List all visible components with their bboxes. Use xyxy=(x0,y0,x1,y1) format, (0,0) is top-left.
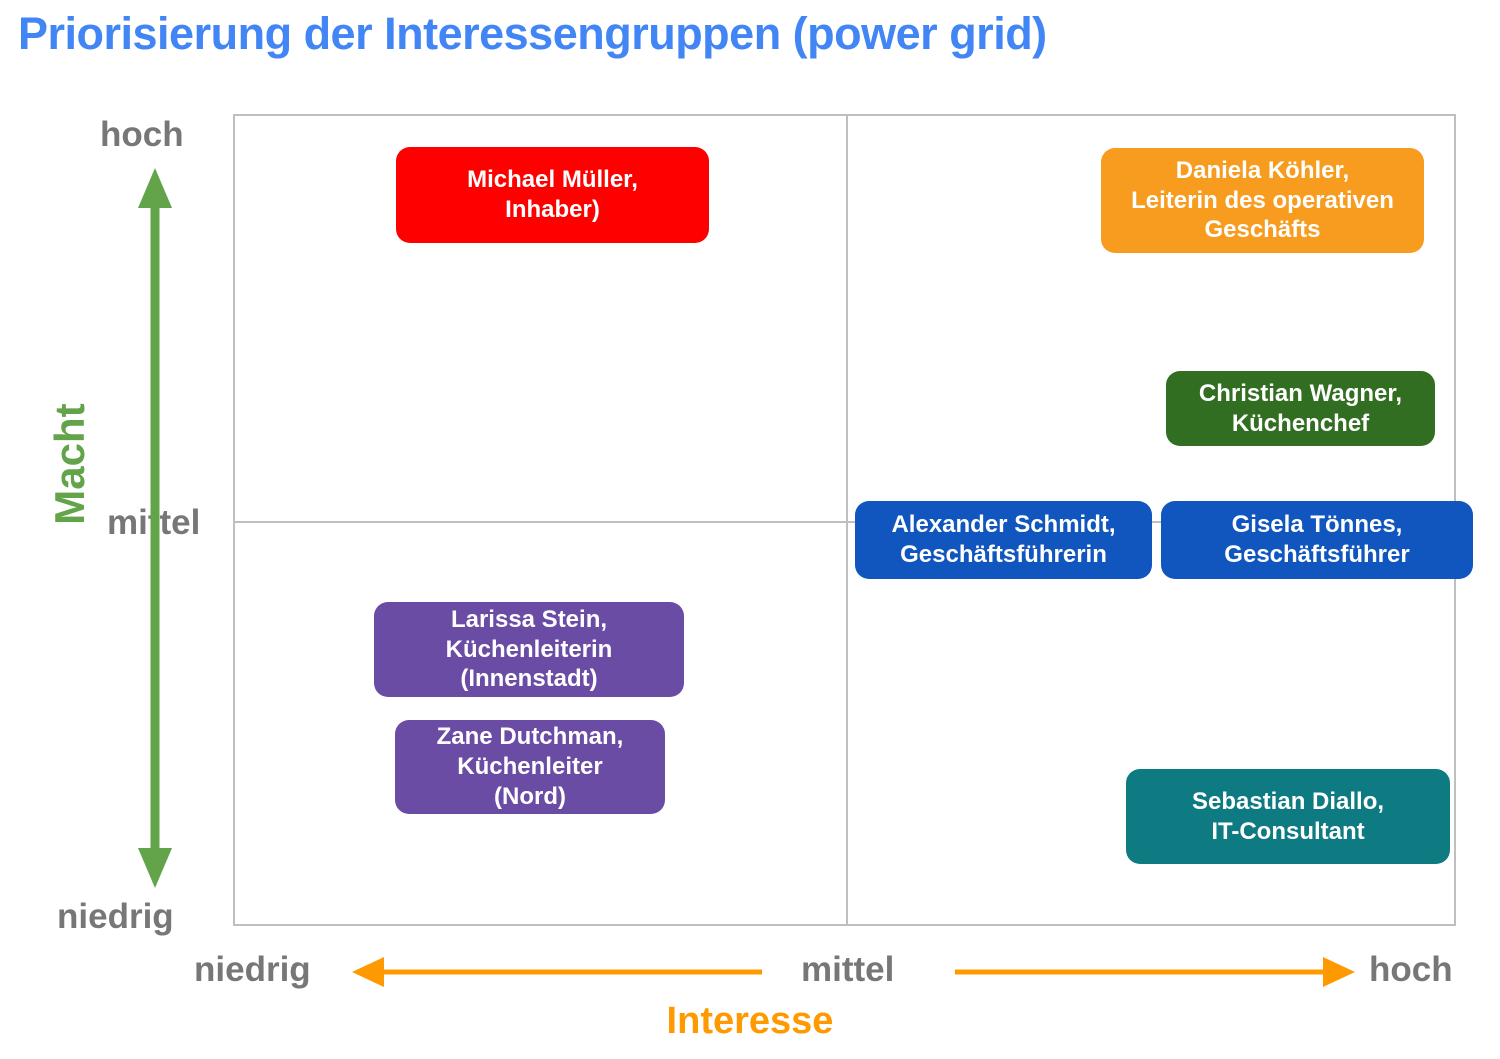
stakeholder-box-gisela-toennes[interactable]: Gisela Tönnes, Geschäftsführer xyxy=(1161,501,1473,579)
stakeholder-box-zane-dutchman[interactable]: Zane Dutchman, Küchenleiter (Nord) xyxy=(395,720,665,814)
stakeholder-box-larissa-stein[interactable]: Larissa Stein, Küchenleiterin (Innenstad… xyxy=(374,602,684,697)
left-arrow-icon xyxy=(352,957,762,987)
y-axis-tick-high: hoch xyxy=(100,115,184,154)
page-title: Priorisierung der Interessengruppen (pow… xyxy=(18,8,1047,59)
stakeholder-box-sebastian-diallo[interactable]: Sebastian Diallo, IT-Consultant xyxy=(1126,769,1450,864)
grid-horizontal-divider xyxy=(235,521,1454,523)
right-arrow-icon xyxy=(955,957,1355,987)
stakeholder-box-alexander-schmidt[interactable]: Alexander Schmidt, Geschäftsführerin xyxy=(855,501,1152,579)
grid-vertical-divider xyxy=(846,116,848,924)
y-axis-title: Macht xyxy=(46,403,93,525)
stakeholder-box-daniela-koehler[interactable]: Daniela Köhler, Leiterin des operativen … xyxy=(1101,148,1424,253)
stakeholder-box-michael-mueller[interactable]: Michael Müller, Inhaber) xyxy=(396,147,709,243)
vertical-double-arrow-icon xyxy=(138,168,172,888)
x-axis-tick-low: niedrig xyxy=(194,950,311,989)
x-axis-title: Interesse xyxy=(666,1000,834,1042)
x-axis-tick-high: hoch xyxy=(1369,950,1453,989)
stakeholder-box-christian-wagner[interactable]: Christian Wagner, Küchenchef xyxy=(1166,371,1435,446)
y-axis-tick-low: niedrig xyxy=(57,897,174,936)
x-axis-tick-medium: mittel xyxy=(801,950,895,989)
